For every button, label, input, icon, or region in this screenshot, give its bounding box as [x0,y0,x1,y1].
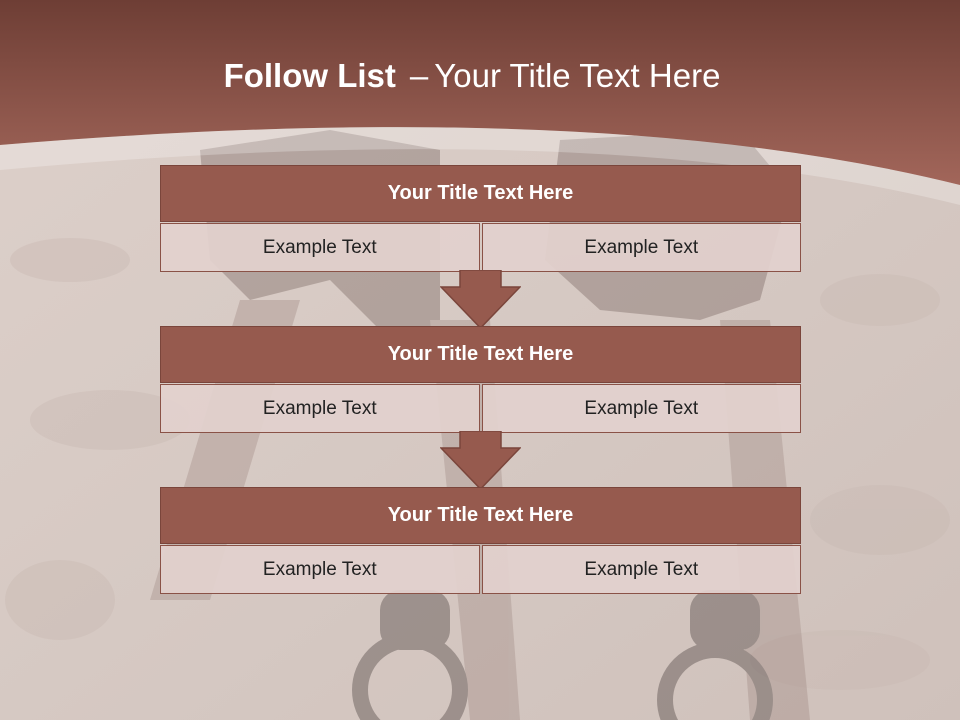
down-arrow-icon [440,431,521,491]
title-rest-text: Your Title Text Here [434,57,721,94]
block-cell-left: Example Text [160,545,480,594]
title-separator: – [409,57,429,94]
block-cell-right: Example Text [481,223,801,272]
block-title: Your Title Text Here [160,487,801,544]
follow-block-2: Your Title Text Here Example Text Exampl… [160,326,801,433]
block-cell-left: Example Text [160,223,480,272]
follow-block-1: Your Title Text Here Example Text Exampl… [160,165,801,272]
slide-title: Follow List–Your Title Text Here [0,56,944,96]
block-cell-right: Example Text [481,384,801,433]
block-row: Example Text Example Text [160,545,801,594]
block-row: Example Text Example Text [160,223,801,272]
title-banner [0,0,960,185]
follow-block-3: Your Title Text Here Example Text Exampl… [160,487,801,594]
block-title: Your Title Text Here [160,165,801,222]
block-cell-left: Example Text [160,384,480,433]
down-arrow-icon [440,270,521,330]
banner-swoosh [0,127,960,205]
block-title: Your Title Text Here [160,326,801,383]
block-row: Example Text Example Text [160,384,801,433]
stone-texture [5,238,950,690]
block-cell-right: Example Text [481,545,801,594]
title-bold-text: Follow List [223,57,396,94]
